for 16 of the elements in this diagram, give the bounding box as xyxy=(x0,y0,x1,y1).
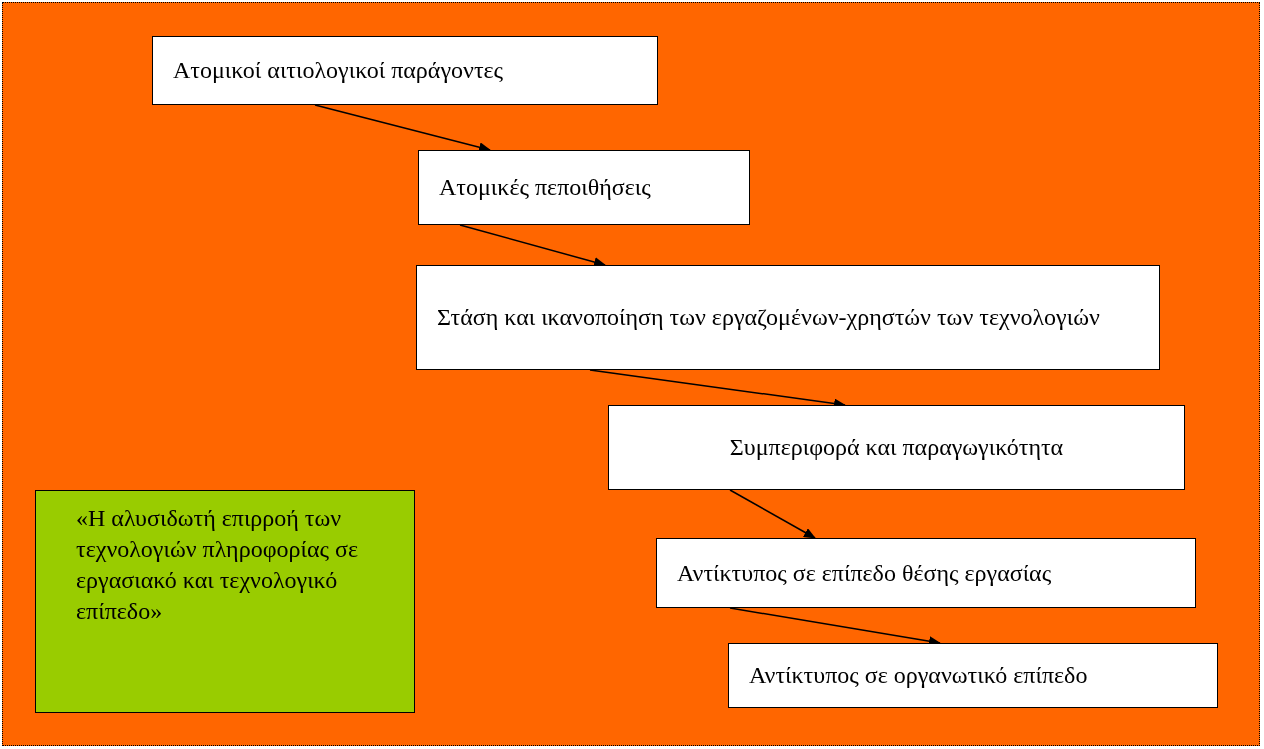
title-box xyxy=(35,490,415,713)
process-box xyxy=(608,405,1185,490)
arrow xyxy=(459,224,606,267)
process-box xyxy=(656,538,1196,608)
node-text: Στάση και ικανοποίηση των εργαζομένων-χρηστών των τεχνολογιών xyxy=(437,303,1100,332)
node-text: Αντίκτυπος σε επίπεδο θέσης εργασίας xyxy=(677,558,1052,588)
node-text: Ατομικοί αιτιολογικοί παράγοντες xyxy=(173,56,504,85)
process-box xyxy=(416,265,1160,370)
node-text: Ατομικές πεποιθήσεις xyxy=(439,173,651,202)
node-text: Συμπεριφορά και παραγωγικότητα xyxy=(729,433,1064,462)
arrow xyxy=(729,489,816,539)
process-box xyxy=(728,643,1218,708)
process-box xyxy=(152,36,658,105)
node-text: «Η αλυσιδωτή επιρροή των τεχνολογιών πληροφορίας σε εργασιακό και τεχνολογικό επίπεδο» xyxy=(76,504,360,626)
process-box xyxy=(418,150,750,225)
node-text: Αντίκτυπος σε οργανωτικό επίπεδο xyxy=(749,661,1088,690)
